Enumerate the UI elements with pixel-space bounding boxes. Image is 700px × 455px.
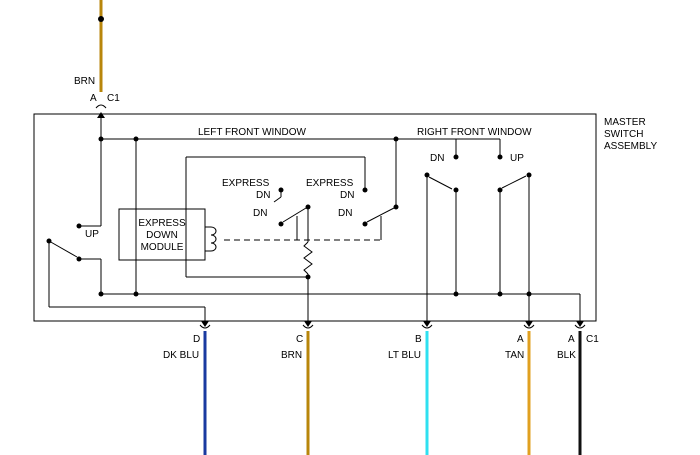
left-up-label: UP <box>85 229 99 240</box>
top-wire-color-label: BRN <box>74 76 95 87</box>
svg-text:D: D <box>193 334 200 345</box>
dn-1-label: DN <box>253 208 267 219</box>
module-coil-icon <box>205 226 217 252</box>
svg-text:B: B <box>415 334 422 345</box>
right-dn-label: DN <box>430 153 444 164</box>
top-pin-label: A <box>90 93 97 104</box>
pin-d: D DK BLU <box>163 321 211 455</box>
pin-c: C BRN <box>281 321 314 455</box>
left-front-window-title: LEFT FRONT WINDOW <box>198 127 307 138</box>
assembly-label-line-2: SWITCH <box>604 129 643 140</box>
top-connector-symbol <box>95 104 107 109</box>
svg-text:DK BLU: DK BLU <box>163 350 199 361</box>
pin-a-blk: A C1 BLK <box>557 321 599 455</box>
right-up-label: UP <box>510 153 524 164</box>
top-connector-label: C1 <box>107 93 120 104</box>
assembly-label-line-3: ASSEMBLY <box>604 141 657 152</box>
svg-text:LT BLU: LT BLU <box>388 350 421 361</box>
top-connector-arrow <box>97 112 105 118</box>
express-1-line-2: DN <box>256 190 270 201</box>
internal-wiring <box>46 118 581 321</box>
dn-2-label: DN <box>338 208 352 219</box>
pin-b: B LT BLU <box>388 321 433 455</box>
express-1-line-1: EXPRESS <box>222 178 270 189</box>
svg-text:C: C <box>296 334 303 345</box>
top-wire-end-dot <box>98 16 104 22</box>
svg-text:BLK: BLK <box>557 350 576 361</box>
module-label-line-3: MODULE <box>141 242 184 253</box>
express-2-line-1: EXPRESS <box>306 178 354 189</box>
svg-text:A: A <box>517 334 524 345</box>
master-switch-box <box>33 113 597 322</box>
right-front-window-title: RIGHT FRONT WINDOW <box>417 127 532 138</box>
express-2-line-2: DN <box>340 190 354 201</box>
module-label-line-1: EXPRESS <box>138 218 186 229</box>
svg-text:TAN: TAN <box>505 350 524 361</box>
pin-a-tan: A TAN <box>505 321 535 455</box>
svg-text:BRN: BRN <box>281 350 302 361</box>
express-down-module <box>118 208 206 261</box>
svg-text:A: A <box>568 334 575 345</box>
module-label-line-2: DOWN <box>146 230 178 241</box>
svg-text:C1: C1 <box>586 334 599 345</box>
assembly-label-line-1: MASTER <box>604 117 646 128</box>
